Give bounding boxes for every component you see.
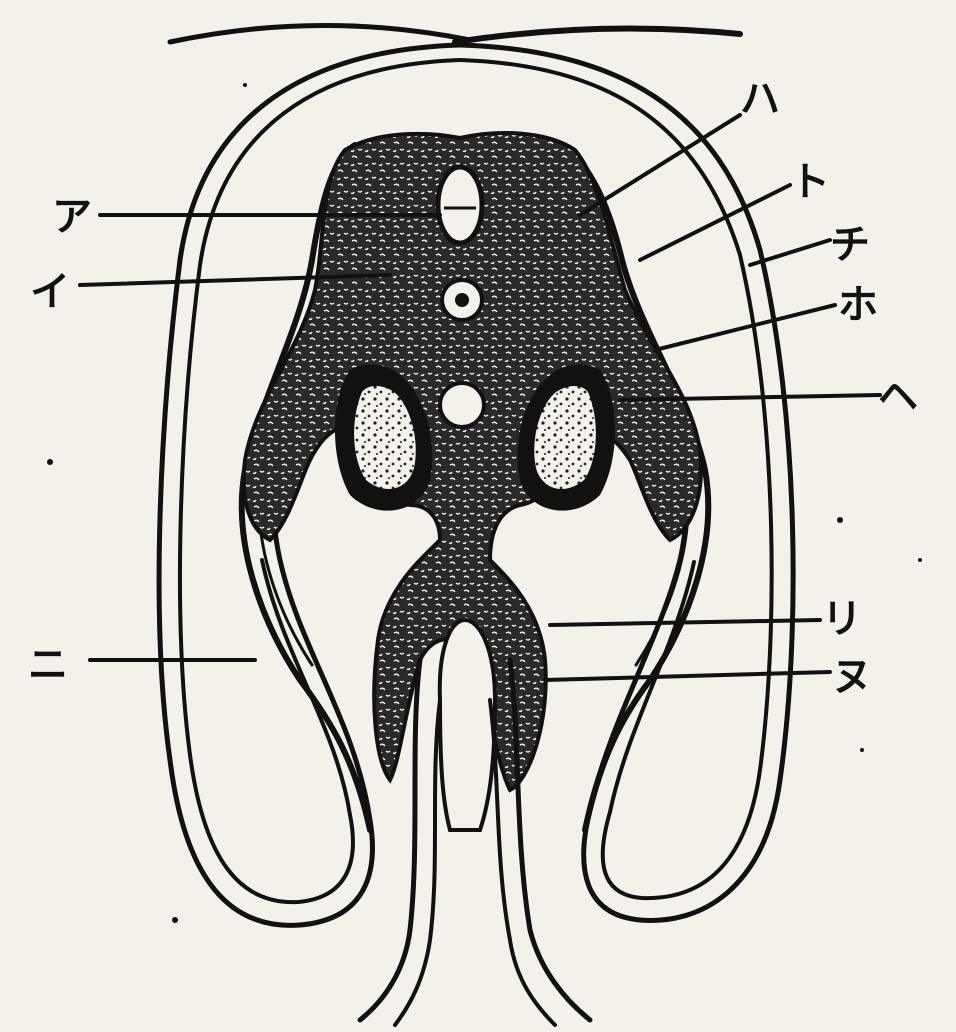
- gut-lumen: [440, 383, 484, 427]
- top-arc-right: [455, 29, 740, 42]
- leader-line-ri: [550, 620, 820, 625]
- speckle-dot: [837, 517, 843, 523]
- label-i: イ: [30, 269, 70, 315]
- top-arc-left: [170, 25, 470, 42]
- speckle-dot: [918, 558, 922, 562]
- speckle-dot: [243, 83, 247, 87]
- label-ho: ホ: [838, 282, 878, 328]
- neural-tube: [438, 167, 482, 243]
- label-a: ア: [52, 194, 92, 240]
- speckle-dot: [47, 459, 53, 465]
- speckle-dot: [860, 748, 864, 752]
- label-ha: ハ: [740, 76, 780, 122]
- label-chi: チ: [830, 222, 870, 268]
- label-to: ト: [790, 159, 830, 205]
- label-ri: リ: [822, 596, 862, 642]
- notochord-core: [455, 293, 469, 307]
- speckle-dot: [172, 917, 178, 923]
- leader-line-nu: [545, 672, 830, 680]
- label-ni: ニ: [28, 642, 68, 688]
- yolk-stalk-lumen: [440, 620, 495, 830]
- label-he: ヘ: [878, 374, 918, 420]
- label-nu: ヌ: [832, 654, 872, 700]
- leader-line-ho: [655, 305, 835, 350]
